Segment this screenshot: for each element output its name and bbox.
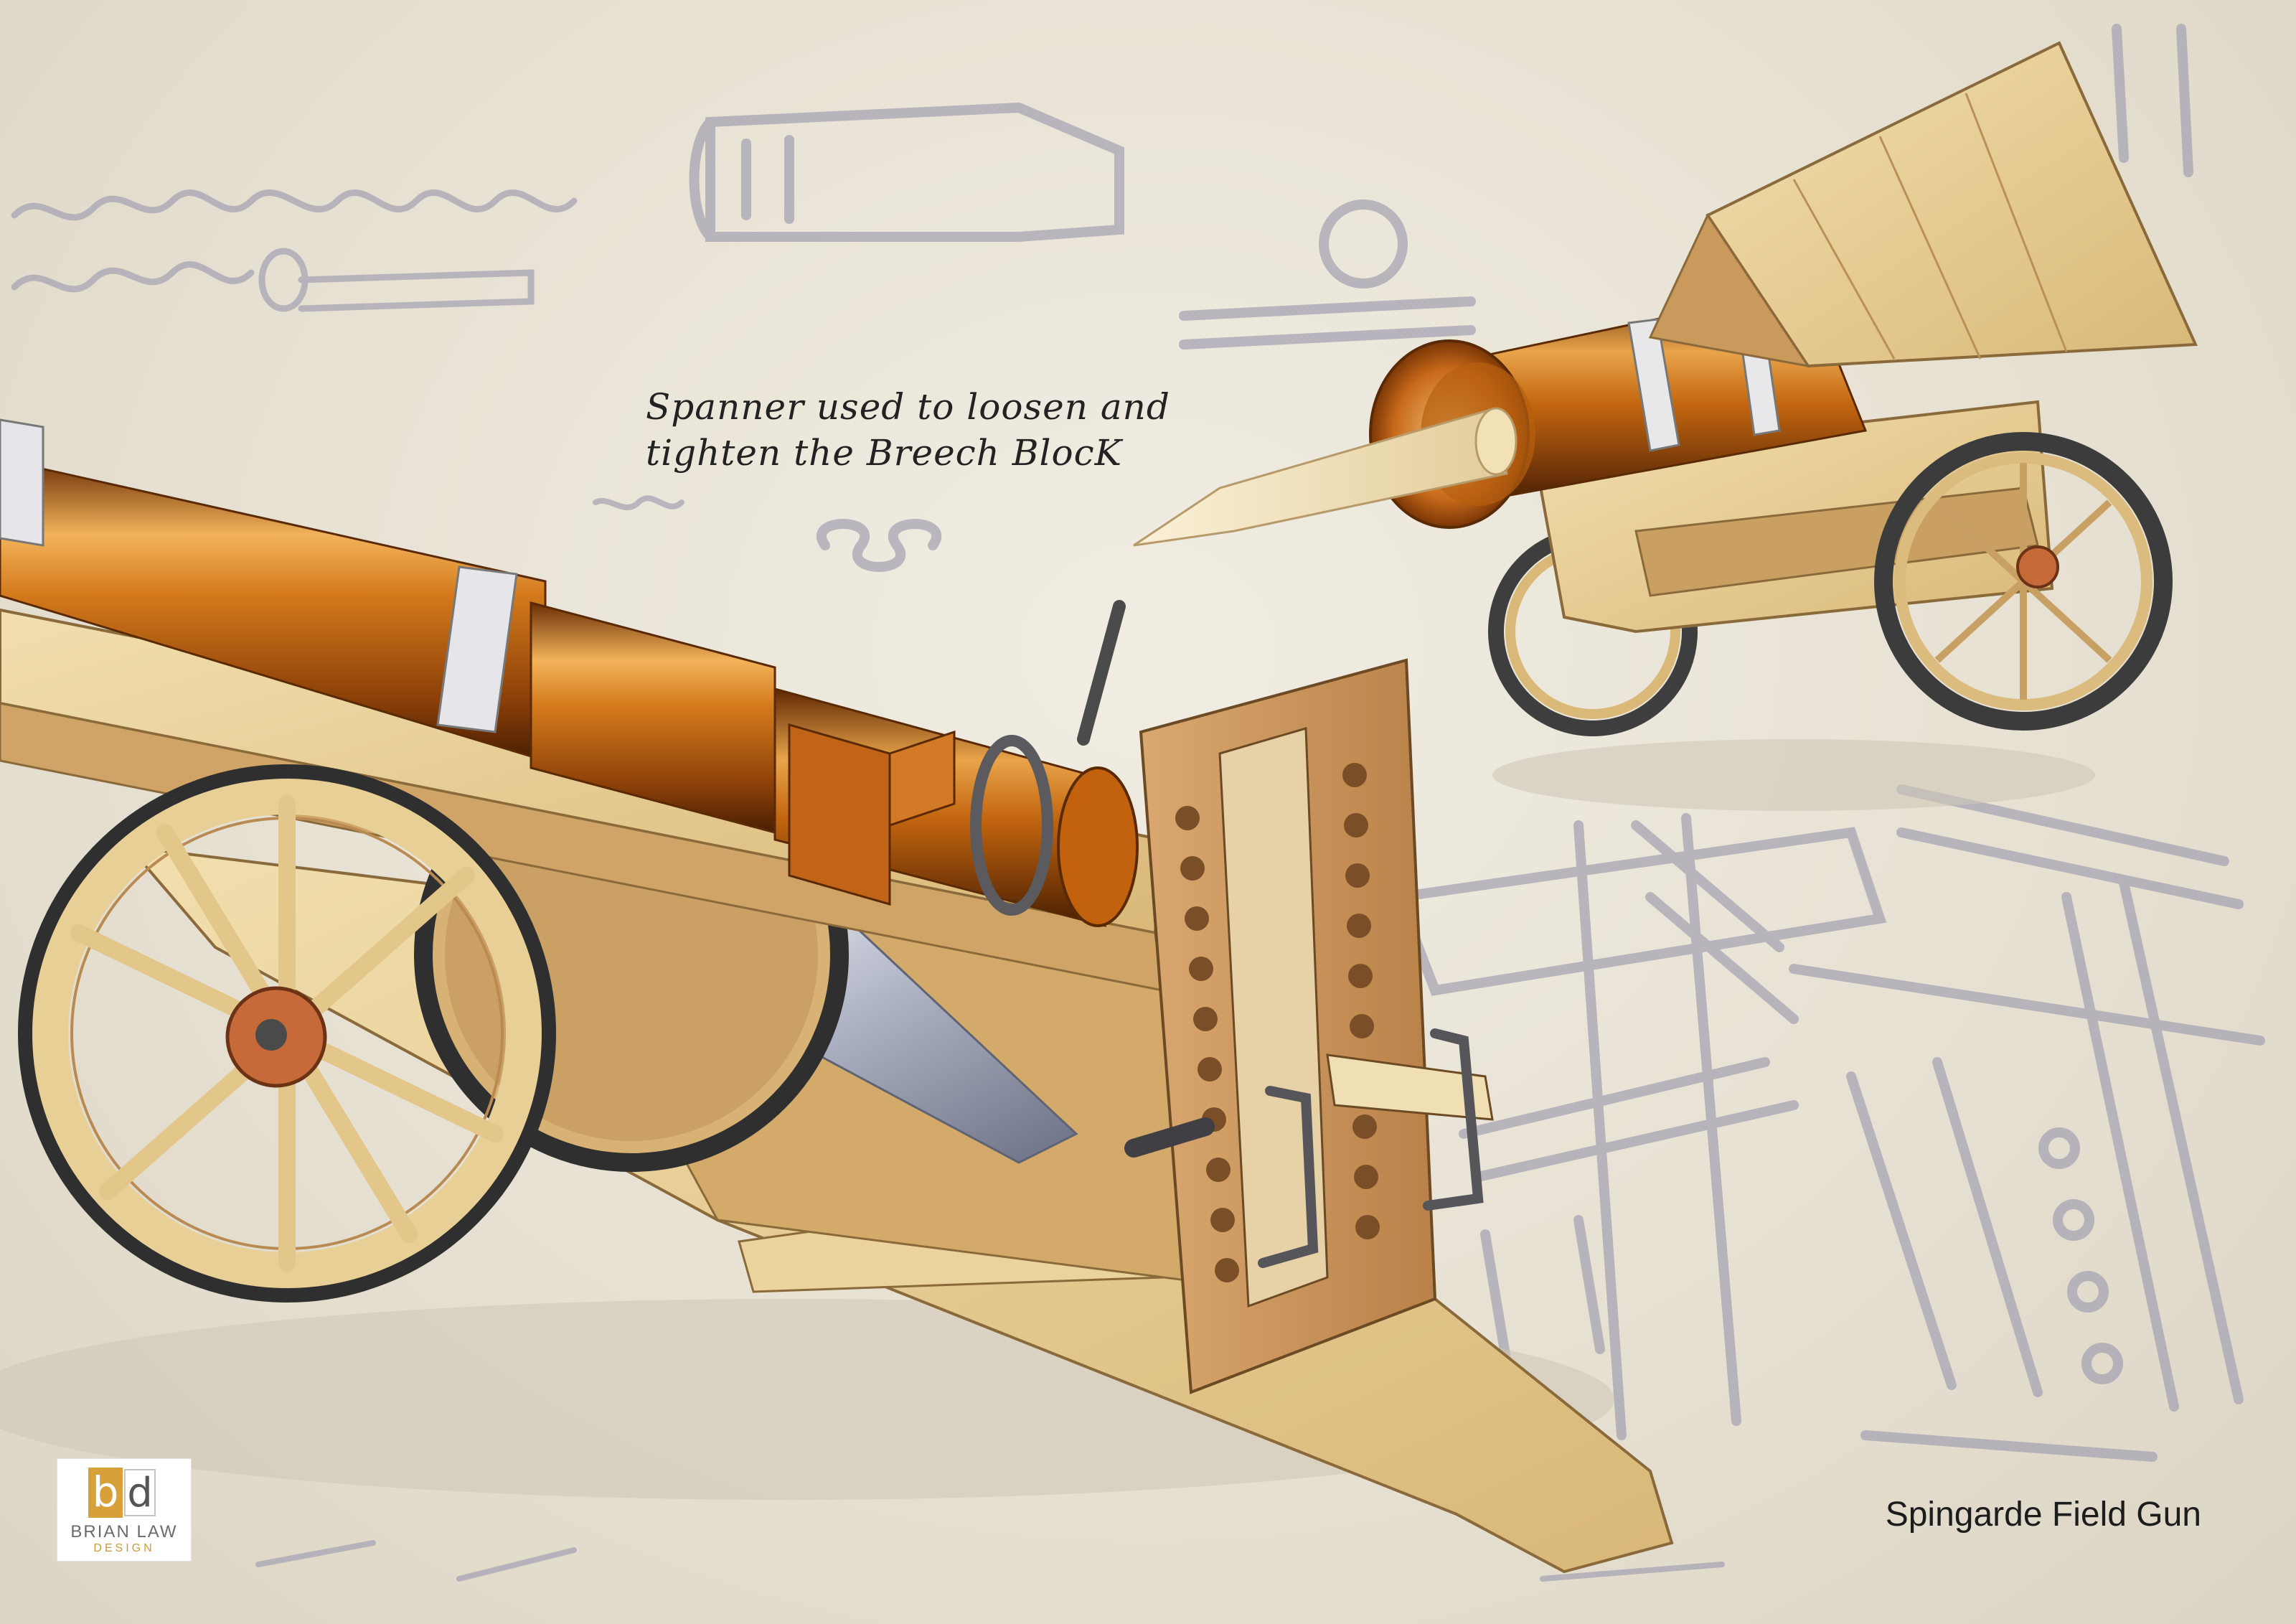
main-gun	[0, 418, 1674, 1574]
logo-mark-d: d	[124, 1469, 156, 1516]
annotation-line-2: tighten the Breech BlocK	[646, 432, 1122, 474]
logo-subtitle: DESIGN	[93, 1542, 155, 1554]
brian-law-design-logo: b d BRIAN LAW DESIGN	[57, 1459, 191, 1561]
illustration-title: Spingarde Field Gun	[1885, 1496, 2201, 1534]
logo-mark: b d	[88, 1468, 157, 1518]
annotation-line-1: Spanner used to loosen and	[646, 386, 1170, 428]
logo-mark-b: b	[88, 1468, 123, 1518]
spanner-annotation: Spanner used to loosen and tighten the B…	[646, 384, 1363, 476]
logo-name: BRIAN LAW	[70, 1522, 178, 1541]
rear-view-gun	[1133, 41, 2198, 811]
